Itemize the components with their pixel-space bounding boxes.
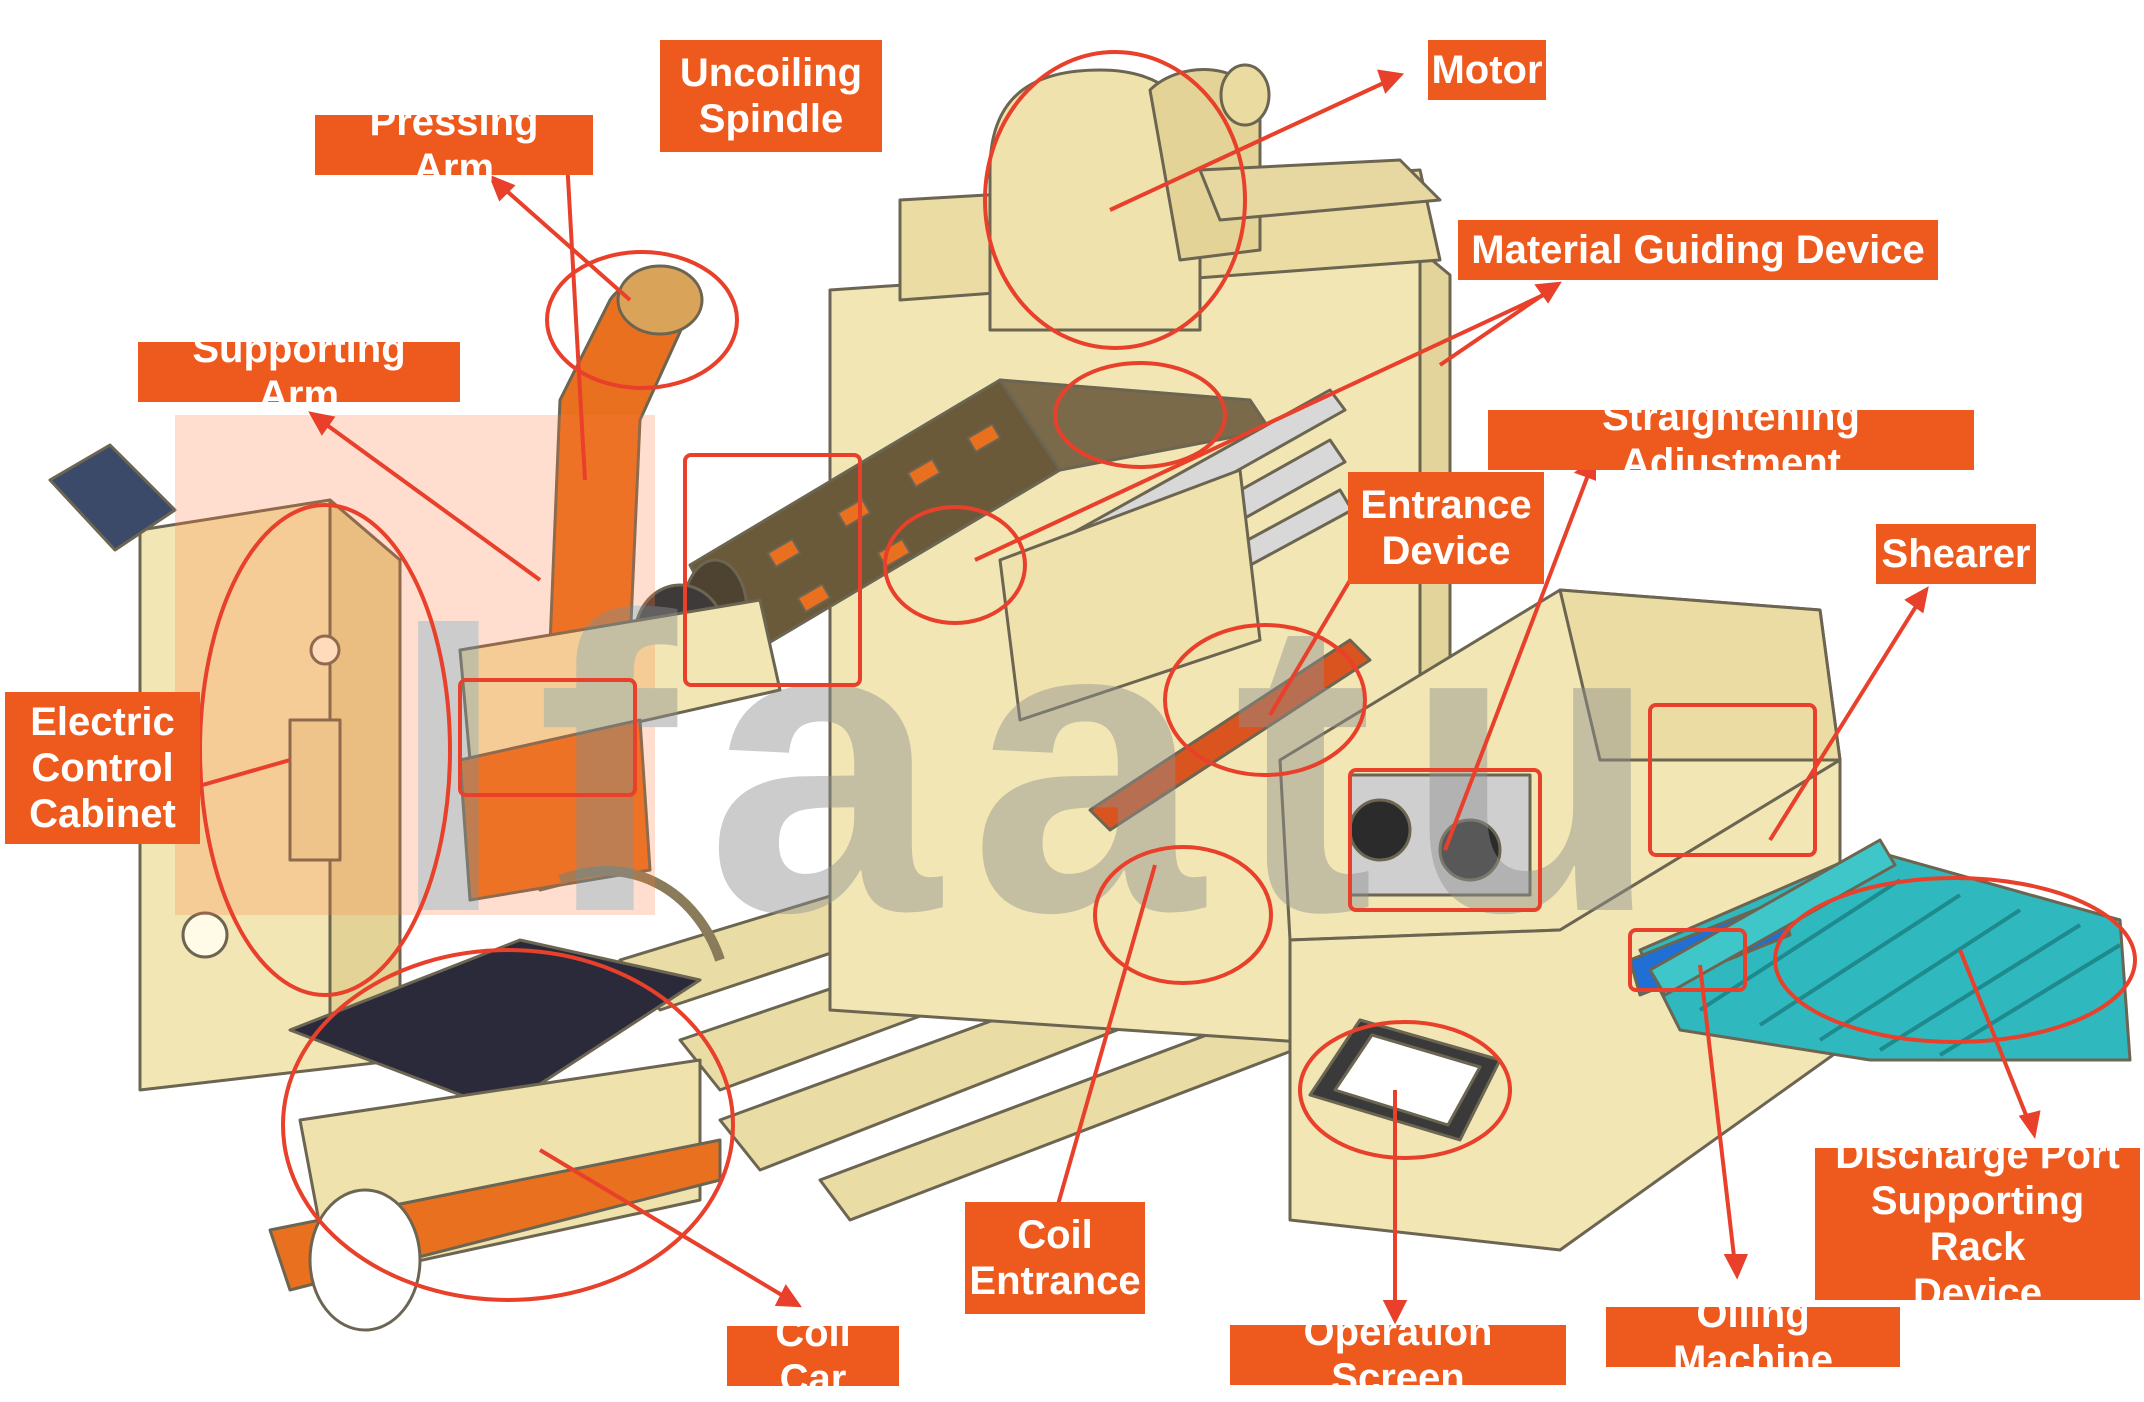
- callout-pressing-arm: Pressing Arm: [315, 100, 593, 190]
- operation-screen: [1308, 1018, 1502, 1142]
- electric-cabinet: [138, 498, 402, 1092]
- callout-supporting-arm: Supporting Arm: [138, 327, 460, 417]
- oiling-machine-highlight: [1628, 928, 1747, 992]
- callout-coil-entrance: Coil Entrance: [965, 1202, 1145, 1314]
- material-guiding-highlight-2: [883, 505, 1027, 625]
- callout-uncoiling-spindle: Uncoiling Spindle: [660, 40, 882, 152]
- callout-operation-screen: Operation Screen: [1230, 1310, 1566, 1400]
- callout-coil-car: Coil Car: [727, 1311, 899, 1401]
- entrance-device-highlight: [1163, 623, 1367, 777]
- handwheels: [1348, 773, 1532, 897]
- material-guiding-highlight-1: [1053, 361, 1227, 469]
- callout-material-guiding-device: Material Guiding Device: [1458, 220, 1938, 280]
- callout-shearer: Shearer: [1876, 524, 2036, 584]
- uncoiling-spindle-highlight: [683, 453, 862, 687]
- callout-motor: Motor: [1428, 40, 1546, 100]
- watermark-text: Ifaatu: [390, 531, 1690, 1000]
- callout-oiling-machine: Oiling Machine: [1606, 1292, 1900, 1382]
- annotation-shapes: [198, 50, 2137, 1302]
- motor-housing: [988, 63, 1442, 332]
- electric-cabinet-highlight: [198, 503, 452, 997]
- guiding-bar: [1088, 638, 1372, 832]
- annotation-arrows: [170, 69, 2041, 1325]
- straightening-highlight: [1348, 768, 1542, 912]
- callout-straightening-adjustment: Straightening Adjustment: [1488, 395, 1974, 485]
- supporting-arm-highlight: [458, 678, 637, 797]
- hydraulic-cylinder: [48, 443, 177, 552]
- discharge-rack-highlight: [1773, 876, 2137, 1044]
- oiling-roller: [1648, 838, 1897, 997]
- shearer-highlight: [1648, 703, 1817, 857]
- pressing-arm-highlight: [545, 250, 739, 390]
- watermark-graphic: Ifaatu: [175, 415, 1690, 1000]
- callout-electric-control-cabinet: Electric Control Cabinet: [5, 692, 200, 844]
- machine-artwork: [48, 63, 2132, 1332]
- coil-car: [268, 938, 722, 1332]
- spindle-frame: [998, 468, 1262, 722]
- coil-entrance-highlight: [1093, 845, 1273, 985]
- arms: [458, 264, 782, 962]
- callout-entrance-device: Entrance Device: [1348, 472, 1544, 584]
- coil-car-highlight: [281, 948, 735, 1302]
- motor-highlight: [983, 50, 1247, 350]
- operation-screen-highlight: [1298, 1020, 1512, 1160]
- callout-discharge-port-supporting-rack-device: Discharge Port Supporting Rack Device: [1815, 1133, 2140, 1315]
